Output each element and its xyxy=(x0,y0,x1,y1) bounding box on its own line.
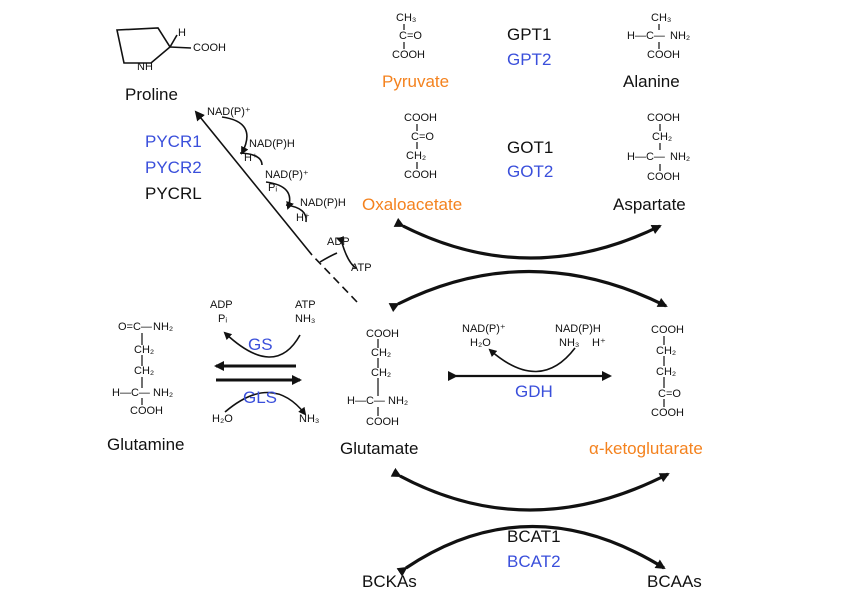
asp-nh2: NH₂ xyxy=(670,151,691,163)
alanine-nh2: NH₂ xyxy=(670,30,691,42)
pyruvate-keto: C=O xyxy=(399,30,422,42)
proline-ring xyxy=(116,27,192,64)
glu-ch2-1: CH₂ xyxy=(371,347,392,359)
gpt1-label: GPT1 xyxy=(507,25,552,44)
gdh-h2o: H₂O xyxy=(470,337,491,349)
gs-pi: Pᵢ xyxy=(218,313,228,325)
cofactor-h-plus-2: H⁺ xyxy=(296,212,310,224)
cofactor-adp-1: ADP xyxy=(327,236,350,248)
got2-label: GOT2 xyxy=(507,162,554,181)
gdh-arrows xyxy=(448,347,612,381)
akg-cooh-top: COOH xyxy=(651,324,684,336)
oaa-ch2: CH₂ xyxy=(406,150,427,162)
asp-hc: H—C— xyxy=(627,151,665,163)
pyruvate-ch3: CH₃ xyxy=(396,12,417,24)
gdh-nadph: NAD(P)H xyxy=(555,323,601,335)
akg-label: α-ketoglutarate xyxy=(589,439,703,458)
alanine-hc: H—C— xyxy=(627,30,665,42)
gs-label: GS xyxy=(248,335,273,354)
cofactor-nadp-plus-1: NAD(P)⁺ xyxy=(207,106,251,118)
bcat2-label: BCAT2 xyxy=(507,552,561,571)
gls-label: GLS xyxy=(243,388,278,407)
transamination-cross xyxy=(388,217,670,577)
aspartate-label: Aspartate xyxy=(613,195,686,214)
gln-oc: O=C— xyxy=(118,321,152,333)
cofactor-nadp-plus-2: NAD(P)⁺ xyxy=(265,169,309,181)
gln-ch2-2: CH₂ xyxy=(134,365,155,377)
pyruvate-cooh: COOH xyxy=(392,49,425,61)
asp-cooh-top: COOH xyxy=(647,112,680,124)
glu-ch2-2: CH₂ xyxy=(371,367,392,379)
alanine-cooh: COOH xyxy=(647,49,680,61)
pyruvate-label: Pyruvate xyxy=(382,72,450,91)
gls-h2o: H₂O xyxy=(212,413,233,425)
oaa-cooh-top: COOH xyxy=(404,112,437,124)
gs-nh3: NH₃ xyxy=(295,313,316,325)
pycrl-label: PYCRL xyxy=(145,184,202,203)
glu-nh2: NH₂ xyxy=(388,395,409,407)
pycr2-label: PYCR2 xyxy=(145,158,202,177)
gls-nh3: NH₃ xyxy=(299,413,320,425)
cofactor-nadph-2: NAD(P)H xyxy=(300,197,346,209)
proline-nh: NH xyxy=(137,61,153,73)
gs-atp: ATP xyxy=(295,299,316,311)
proline-label: Proline xyxy=(125,85,178,104)
akg-ch2-1: CH₂ xyxy=(656,345,677,357)
alanine-label: Alanine xyxy=(623,72,680,91)
asp-ch2: CH₂ xyxy=(652,131,673,143)
gdh-nadp-plus: NAD(P)⁺ xyxy=(462,323,506,335)
gln-ch2-1: CH₂ xyxy=(134,344,155,356)
cofactor-pi-1: Pᵢ xyxy=(268,182,278,194)
gdh-label: GDH xyxy=(515,382,553,401)
proline-synthesis-arrow xyxy=(194,110,358,303)
gpt2-label: GPT2 xyxy=(507,50,552,69)
bcaas-label: BCAAs xyxy=(647,572,702,591)
cofactor-atp-1: ATP xyxy=(351,262,372,274)
glutamate-label: Glutamate xyxy=(340,439,419,458)
akg-cooh-bottom: COOH xyxy=(651,407,684,419)
asp-cooh-bottom: COOH xyxy=(647,171,680,183)
oxaloacetate-label: Oxaloacetate xyxy=(362,195,463,214)
glu-cooh-top: COOH xyxy=(366,328,399,340)
oaa-keto: C=O xyxy=(411,131,434,143)
cofactor-nadph-1: NAD(P)H xyxy=(249,138,295,150)
glu-cooh-bottom: COOH xyxy=(366,416,399,428)
proline-h: H xyxy=(178,27,186,39)
glu-hc: H—C— xyxy=(347,395,385,407)
gln-hc: H—C— xyxy=(112,387,150,399)
gs-adp: ADP xyxy=(210,299,233,311)
gln-nh2-amide: NH₂ xyxy=(153,321,174,333)
bcat1-label: BCAT1 xyxy=(507,527,561,546)
glutamine-label: Glutamine xyxy=(107,435,185,454)
akg-ch2-2: CH₂ xyxy=(656,366,677,378)
pycr1-label: PYCR1 xyxy=(145,132,202,151)
gs-gls-arrows xyxy=(214,331,307,416)
gln-nh2: NH₂ xyxy=(153,387,174,399)
akg-keto: C=O xyxy=(658,388,681,400)
bckas-label: BCKAs xyxy=(362,572,417,591)
oaa-cooh-bottom: COOH xyxy=(404,169,437,181)
proline-cooh: COOH xyxy=(193,42,226,54)
structure-bonds xyxy=(141,24,665,416)
gdh-h-plus: H⁺ xyxy=(592,337,606,349)
got1-label: GOT1 xyxy=(507,138,554,157)
cofactor-h-plus-1: H⁺ xyxy=(244,152,258,164)
gdh-nh3: NH₃ xyxy=(559,337,580,349)
gln-cooh: COOH xyxy=(130,405,163,417)
alanine-ch3: CH₃ xyxy=(651,12,672,24)
